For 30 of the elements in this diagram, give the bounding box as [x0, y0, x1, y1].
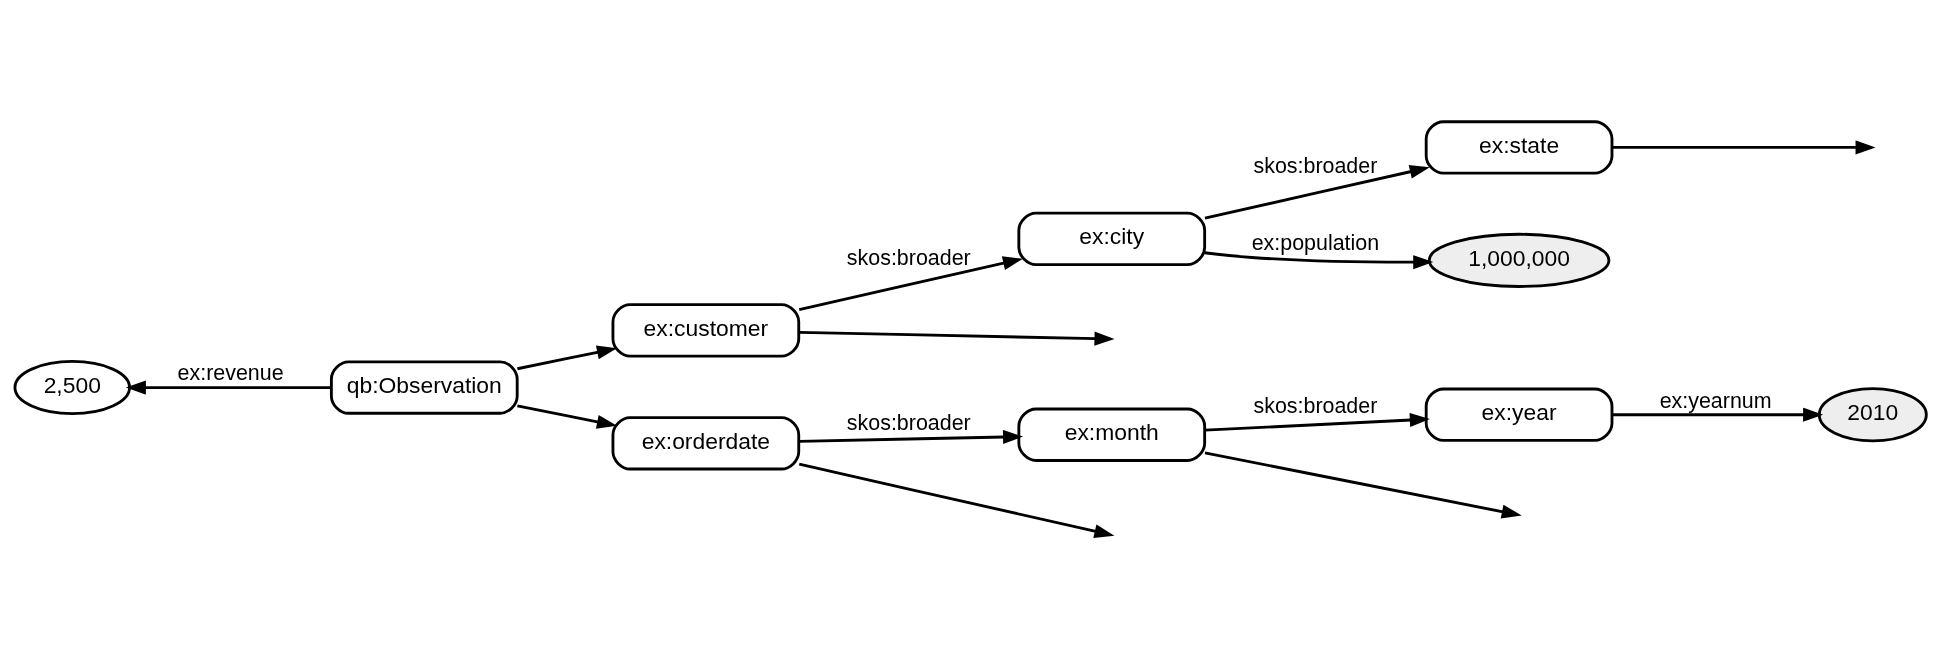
- node-ellipse: 1,000,000: [1427, 232, 1611, 288]
- arrow: [517, 403, 617, 429]
- arrow: [798, 255, 1023, 311]
- arrow: [1204, 412, 1430, 432]
- node-box: ex:month: [1017, 407, 1207, 462]
- node-box: qb:Observation: [329, 359, 519, 415]
- arrow: [517, 345, 617, 370]
- edge-label: skos:broader: [846, 410, 971, 435]
- edge-label: skos:broader: [846, 245, 971, 270]
- arrow: [799, 429, 1024, 444]
- arrow: [1612, 139, 1876, 154]
- edge-label: ex:yearnum: [1659, 388, 1772, 413]
- arrow: [798, 462, 1115, 538]
- edge-label: ex:population: [1251, 230, 1380, 255]
- arrow: [1204, 451, 1522, 519]
- arrow: [799, 330, 1115, 346]
- edge-label: ex:revenue: [177, 360, 284, 385]
- arrow: [1204, 164, 1430, 220]
- arrow: [1204, 250, 1434, 269]
- arrow: [1612, 407, 1824, 422]
- node-ellipse: 2,500: [13, 359, 131, 415]
- arrow: [125, 380, 331, 395]
- node-box: ex:city: [1017, 211, 1207, 266]
- node-box: ex:orderdate: [611, 415, 801, 470]
- edge-label: skos:broader: [1253, 393, 1378, 418]
- node-ellipse: 2010: [1817, 386, 1928, 442]
- node-box: ex:year: [1424, 387, 1614, 442]
- node-box: ex:state: [1424, 119, 1614, 175]
- edge-label: skos:broader: [1253, 153, 1378, 178]
- node-box: ex:customer: [611, 302, 801, 358]
